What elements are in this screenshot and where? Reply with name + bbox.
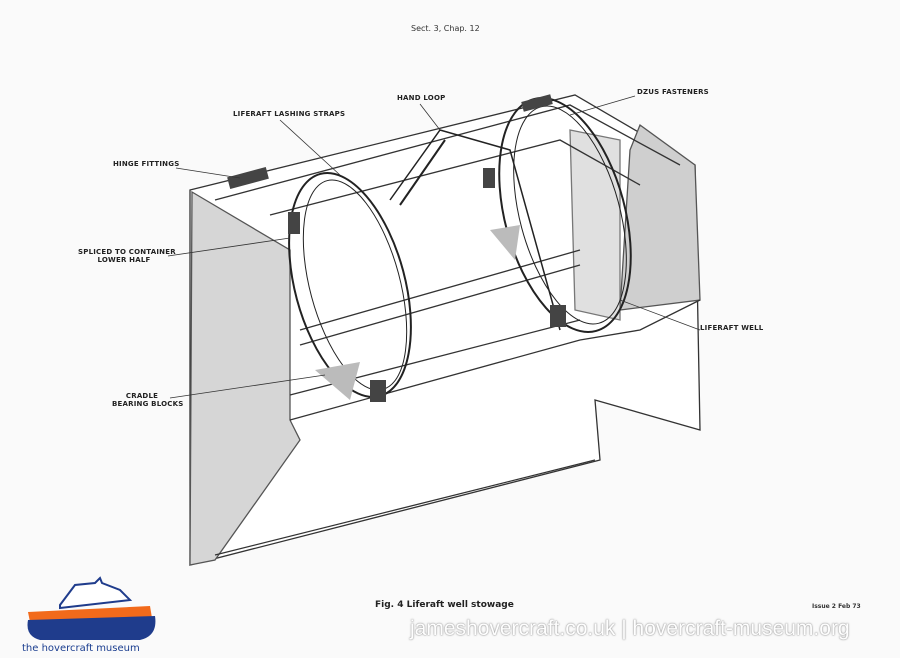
museum-logo-text: the hovercraft museum [22,643,140,654]
label-cradle: CRADLE BEARING BLOCKS [112,392,184,408]
fittings [227,94,566,402]
label-lashing-straps: LIFERAFT LASHING STRAPS [233,110,346,118]
label-dzus-fasteners: DZUS FASTENERS [637,88,709,96]
leader-lines [167,95,701,399]
label-hand-loop: HAND LOOP [397,94,446,102]
container-outline [189,94,701,566]
label-liferaft-well: LIFERAFT WELL [700,324,764,332]
label-cradle-line1: CRADLE [125,392,159,400]
figure-caption: Fig. 4 Liferaft well stowage [375,600,514,610]
section-header: Sect. 3, Chap. 12 [411,24,480,33]
label-spliced: SPLICED TO CONTAINER LOWER HALF [78,248,176,264]
watermark: jameshovercraft.co.uk | hovercraft-museu… [410,617,850,640]
label-hinge-fittings: HINGE FITTINGS [113,160,180,168]
issue-note: Issue 2 Feb 73 [812,603,861,610]
label-spliced-line2: LOWER HALF [97,256,151,264]
label-cradle-line2: BEARING BLOCKS [112,400,184,408]
label-spliced-line1: SPLICED TO CONTAINER [78,248,176,256]
